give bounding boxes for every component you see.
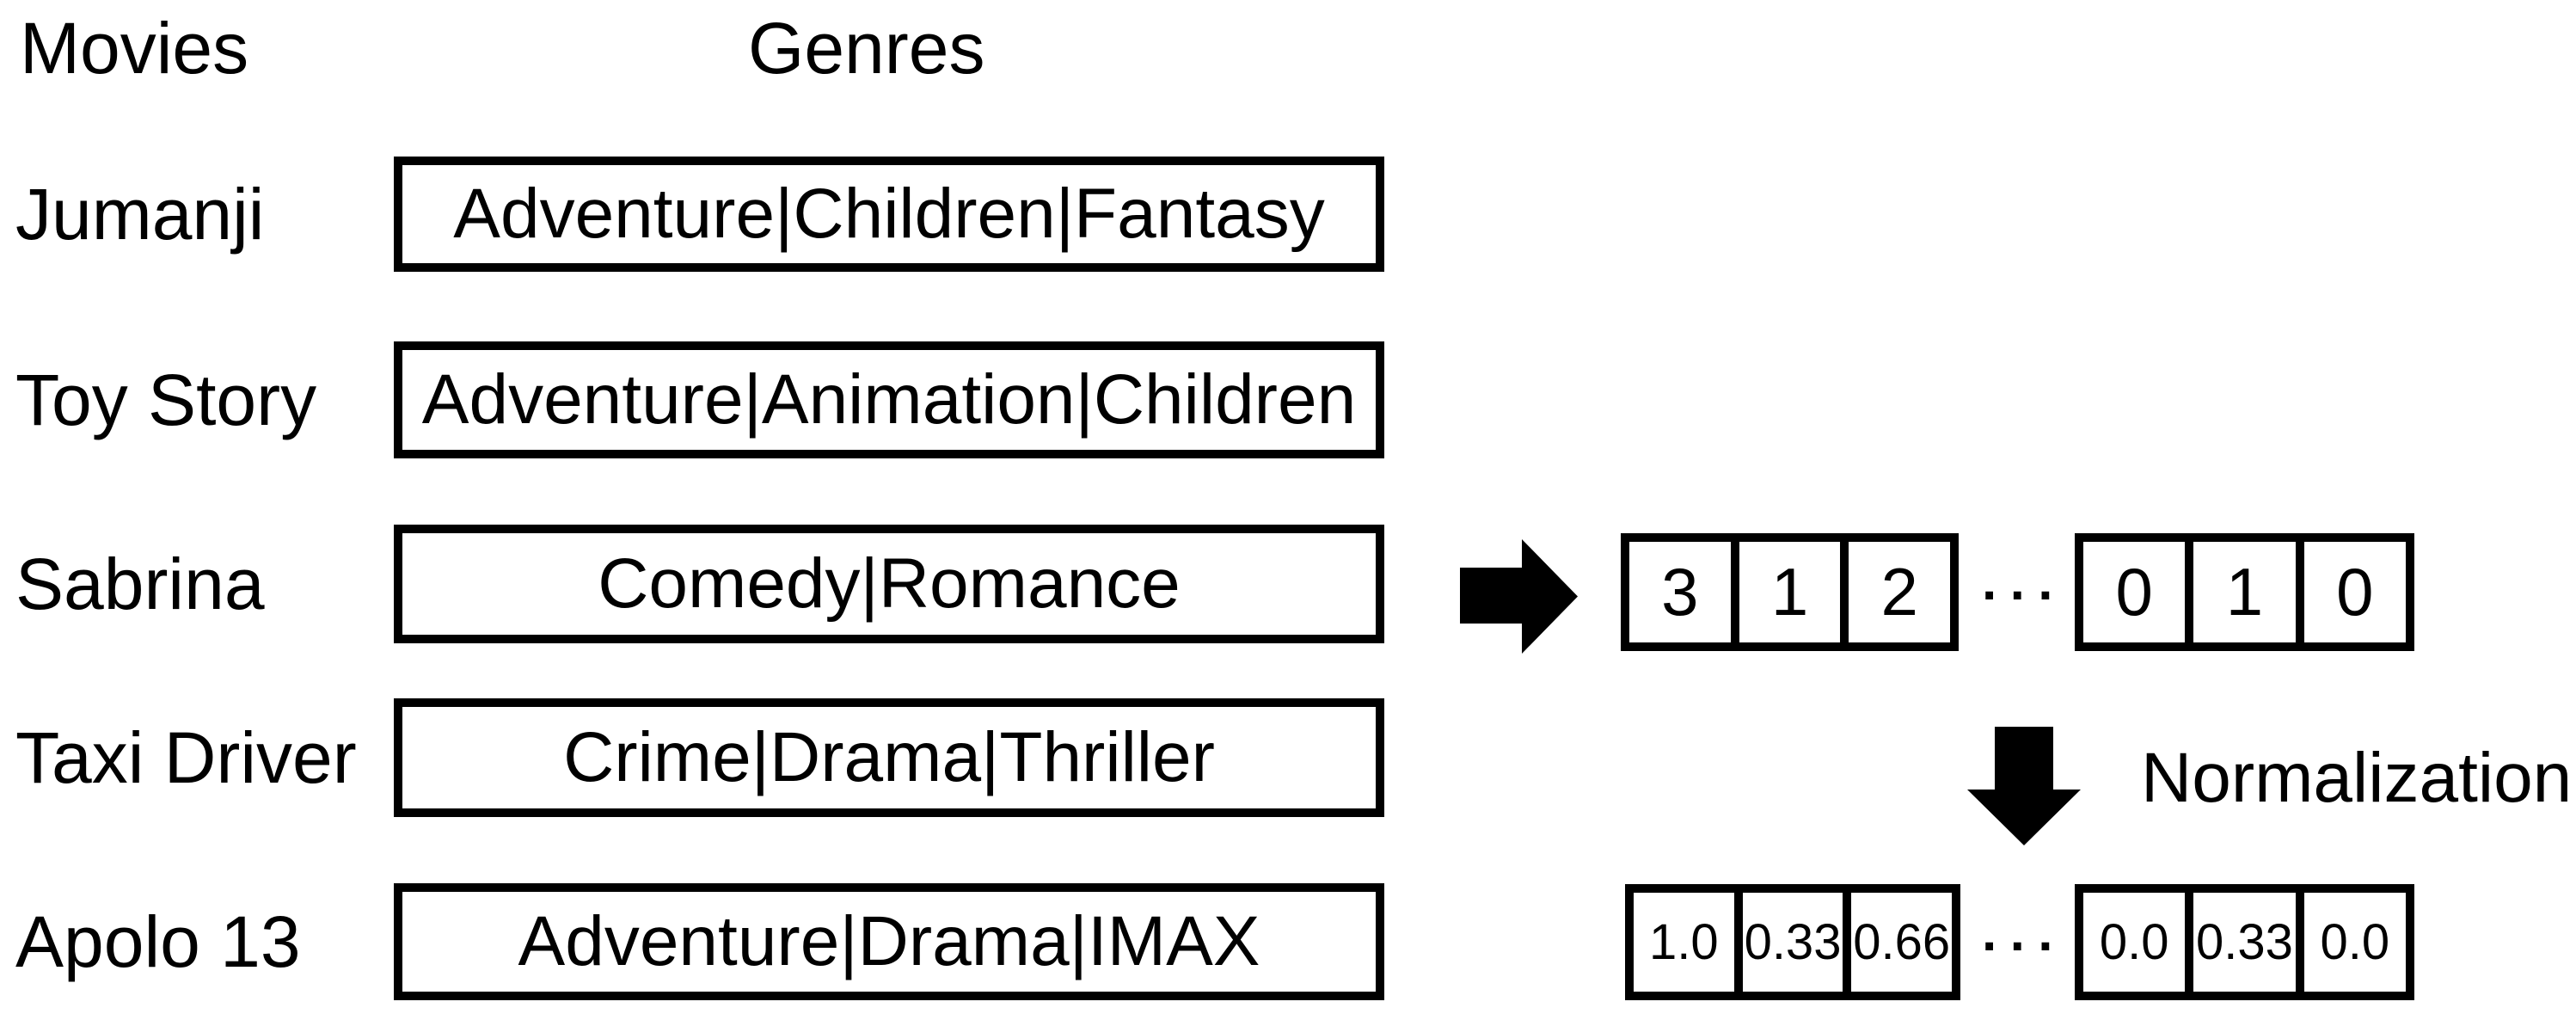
normalized-cell: 0.33	[2185, 893, 2295, 992]
count-cell: 0	[2115, 554, 2153, 630]
movie-label-apolo-13: Apolo 13	[15, 900, 301, 982]
normalized-vector-left-group: 1.0 0.33 0.66	[1625, 884, 1960, 1000]
count-vector-left-group: 3 1 2	[1621, 533, 1959, 651]
count-vector-right-group: 0 1 0	[2075, 533, 2414, 651]
count-cell: 1	[2185, 542, 2295, 642]
genre-box-jumanji: Adventure|Children|Fantasy	[394, 157, 1384, 272]
normalized-cell: 1.0	[1649, 914, 1719, 970]
count-cell: 1	[1730, 542, 1841, 642]
genre-box-toy-story: Adventure|Animation|Children	[394, 341, 1384, 458]
normalized-vector-right-group: 0.0 0.33 0.0	[2075, 884, 2414, 1000]
movie-label-jumanji: Jumanji	[15, 173, 265, 255]
genre-box-apolo-13: Adventure|Drama|IMAX	[394, 883, 1384, 1000]
right-arrow-icon	[1460, 539, 1578, 654]
normalized-cell: 0.0	[2099, 914, 2169, 970]
genre-box-taxi-driver: Crime|Drama|Thriller	[394, 698, 1384, 817]
normalized-cell: 0.66	[1843, 893, 1952, 992]
normalization-label: Normalization	[2141, 739, 2573, 817]
count-cell: 0	[2295, 542, 2406, 642]
count-cell: 3	[1661, 554, 1699, 630]
genre-box-sabrina: Comedy|Romance	[394, 525, 1384, 643]
count-cell: 2	[1840, 542, 1950, 642]
movie-label-sabrina: Sabrina	[15, 543, 265, 624]
normalized-cell: 0.33	[1733, 893, 1843, 992]
normalized-cell: 0.0	[2295, 893, 2406, 992]
count-vector-ellipsis: ···	[1982, 566, 2066, 625]
down-arrow-icon	[1967, 727, 2081, 845]
normalized-vector-ellipsis: ···	[1982, 917, 2066, 976]
genres-column-header: Genres	[748, 8, 985, 89]
movie-label-toy-story: Toy Story	[15, 359, 317, 440]
movie-label-taxi-driver: Taxi Driver	[15, 716, 357, 798]
movies-column-header: Movies	[20, 8, 249, 89]
